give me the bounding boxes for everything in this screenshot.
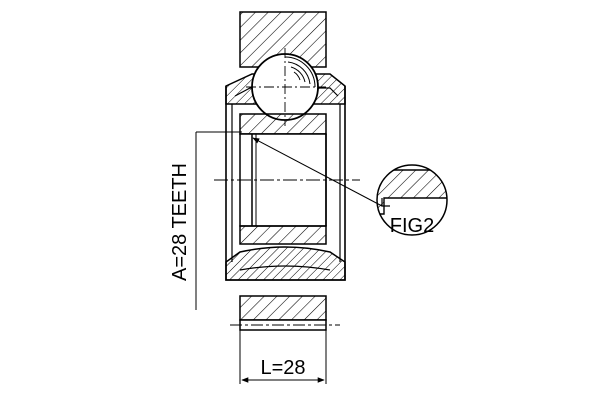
fig2-label: FIG2 — [390, 215, 434, 237]
lower-inner-race — [239, 225, 327, 245]
upper-inner-race — [239, 113, 327, 135]
teeth-dimension: A=28 TEETH — [169, 131, 242, 310]
fig2-leader — [252, 137, 383, 207]
lower-cage-section — [225, 246, 346, 281]
ball-top — [246, 48, 326, 126]
fig2-detail: FIG2 — [376, 164, 448, 237]
length-dimension: L=28 — [239, 330, 327, 384]
teeth-label: A=28 TEETH — [169, 163, 191, 281]
housing-bottom-section — [230, 295, 340, 331]
splined-bore — [214, 133, 360, 227]
length-label: L=28 — [260, 357, 305, 379]
